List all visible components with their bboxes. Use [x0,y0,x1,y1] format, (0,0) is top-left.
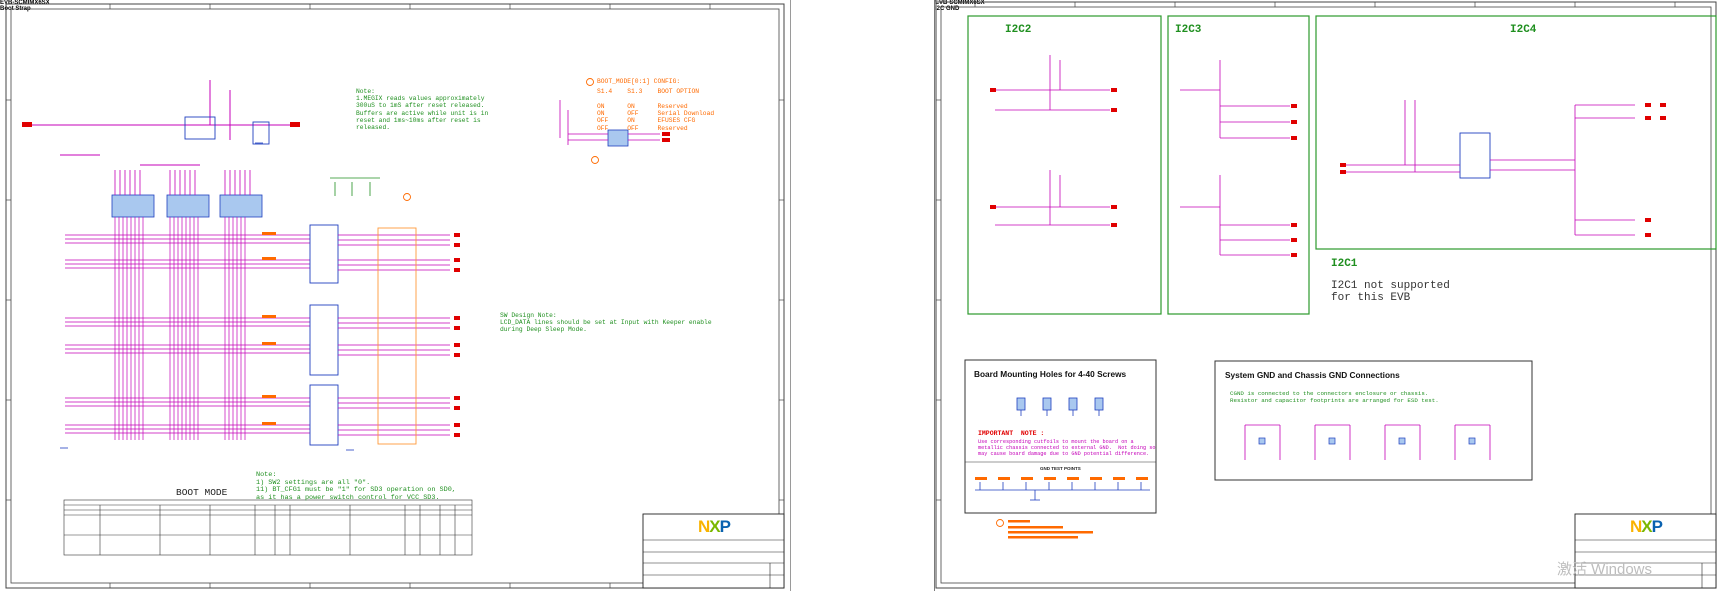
windows-activation-watermark: 激活 Windows [1557,561,1653,578]
boot-config-columns: S1.4 S1.3 BOOT OPTION [597,88,700,95]
schematic-page-i2c-gnd: I2C2 I2C3 I2C4 I2C1 I2C1 not supported f… [935,0,1720,591]
boot-mode-table-lines [63,499,473,556]
sw-design-note: SW Design Note: LCD_DATA lines should be… [500,312,712,334]
important-note-text: Use corresponding cutfoils to mount the … [978,439,1156,457]
title-block-sheet: I2C GND [935,6,960,12]
gnd-test-points-title: GND TEST POINTS [1040,466,1081,471]
page-gap [790,0,936,591]
mounting-holes-title: Board Mounting Holes for 4-40 Screws [974,369,1127,379]
dip-switches [111,194,263,218]
i2c-gnd-schematic-drawing [935,1,1717,589]
schematic-page-boot-strap: Note: 1.MEGIX reads values approximately… [0,0,790,591]
nxp-logo: NXP [698,517,731,536]
i2c2-title: I2C2 [1005,24,1032,36]
i2c3-title: I2C3 [1175,24,1202,36]
gnd-section-text: CGND is connected to the connectors encl… [1230,390,1439,404]
bottom-note: Note: 1) SW2 settings are all "0". 11) B… [256,471,456,502]
boot-mode-title: BOOT MODE [176,487,228,498]
i2c4-title: I2C4 [1510,24,1537,36]
boot-strap-schematic-drawing [5,3,785,589]
i2c1-not-supported-note: I2C1 not supported for this EVB [1331,280,1450,304]
important-note-label: IMPORTANT NOTE : [978,430,1045,437]
nxp-logo: NXP [1630,517,1663,536]
boot-config-header: BOOT_MODE[0:1] CONFIG: [597,78,681,85]
boot-config-rows: ON ON Reserved ON OFF Serial Download OF… [597,103,715,132]
i2c1-title: I2C1 [1331,258,1358,270]
title-block-board: EVB-SCMIMX6SX [0,0,50,6]
title-block-board: EVB-SCMIMX6SX [935,0,985,6]
gnd-section-title: System GND and Chassis GND Connections [1225,370,1400,380]
reset-note: Note: 1.MEGIX reads values approximately… [356,88,489,132]
